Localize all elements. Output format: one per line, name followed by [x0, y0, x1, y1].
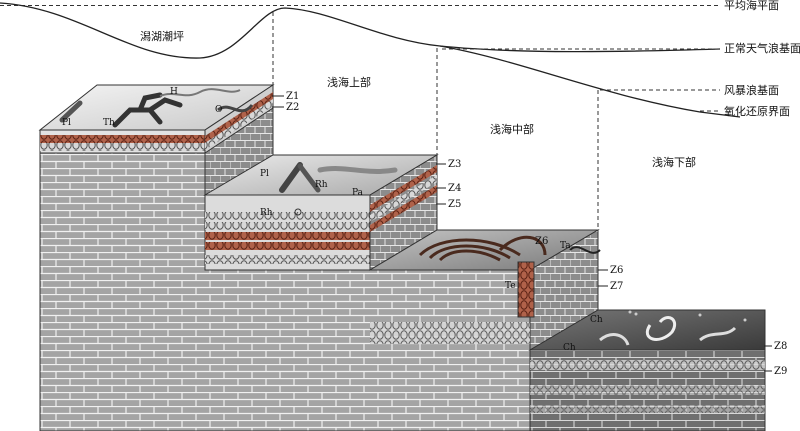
- step-block: [40, 85, 765, 431]
- fossil-label-rh-1: Rh: [315, 180, 328, 190]
- fossil-label-ta: Ta: [560, 241, 571, 251]
- zone-label-lower: 浅海下部: [652, 155, 696, 169]
- fossil-label-ch-1: Ch: [590, 315, 603, 325]
- marker-z9: Z9: [774, 366, 787, 377]
- marker-z6: Z6: [610, 265, 623, 276]
- fossil-label-pa: Pa: [352, 188, 364, 198]
- fossil-label-ch-2: Ch: [563, 343, 576, 353]
- label-redox-interface: 氧化还原界面: [724, 104, 790, 118]
- fossil-label-o: O: [215, 105, 222, 115]
- marker-z4: Z4: [448, 183, 461, 194]
- zone-label-upper: 浅海上部: [327, 75, 371, 89]
- zone-label-middle: 浅海中部: [490, 122, 534, 136]
- marker-z5: Z5: [448, 199, 461, 210]
- fossil-label-th: Th: [103, 118, 115, 128]
- fossil-label-pl-1: Pl: [62, 118, 71, 128]
- marker-z7: Z7: [610, 281, 623, 292]
- fossil-label-rh-2: Rh: [260, 208, 273, 218]
- fossil-label-h: H: [170, 87, 178, 97]
- storm-wave-base-curve: [440, 46, 740, 117]
- zone-label-lagoon: 潟湖潮坪: [140, 29, 184, 43]
- marker-z6-surface: Z6: [535, 236, 548, 247]
- marker-z2: Z2: [286, 102, 299, 113]
- marker-z3: Z3: [448, 159, 461, 170]
- label-fair-weather-wave-base: 正常天气浪基面: [724, 41, 800, 55]
- fair-weather-wave-base-curve: [0, 3, 720, 58]
- fossil-label-te: Te: [505, 281, 516, 291]
- label-storm-wave-base: 风暴浪基面: [724, 83, 779, 97]
- marker-z1: Z1: [286, 91, 299, 102]
- fossil-label-pl-2: Pl: [260, 169, 269, 179]
- label-mean-sea-level: 平均海平面: [724, 0, 779, 12]
- marker-z8: Z8: [774, 341, 787, 352]
